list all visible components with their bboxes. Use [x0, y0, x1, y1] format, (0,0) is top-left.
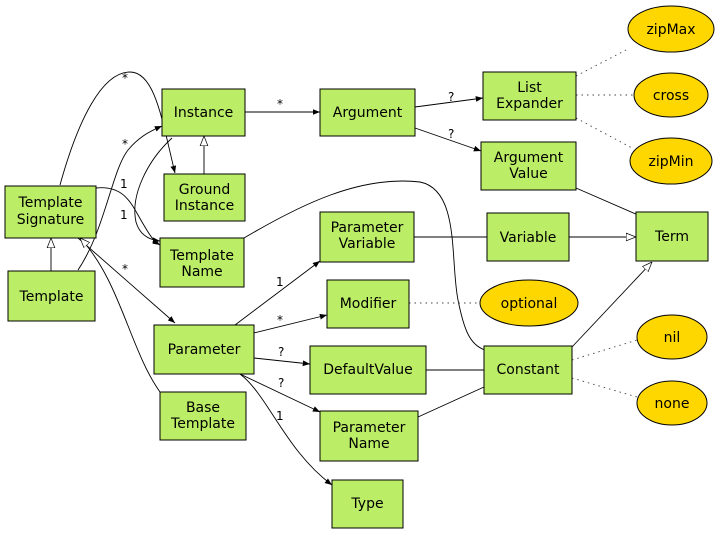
edge-constant-term: [571, 262, 652, 348]
edge-signature-parameter: [77, 237, 176, 324]
edge-labels: * * 1 1 * * ? ? 1 * ? ? 1: [120, 71, 454, 423]
node-modifier-label: Modifier: [340, 296, 397, 312]
edge-parameter-modifier: [253, 313, 328, 334]
node-zipmin: zipMin: [629, 137, 713, 185]
label-argument-argvalue: ?: [448, 127, 454, 141]
node-list-expander: List Expander: [482, 71, 577, 121]
node-zipmin-label: zipMin: [649, 154, 694, 170]
node-variable-label: Variable: [500, 230, 557, 246]
node-argument-value-line2: Value: [509, 166, 547, 182]
node-template-signature-line1: Template: [18, 195, 83, 211]
node-term-label: Term: [654, 229, 689, 245]
label-parameter-paramname: ?: [278, 376, 284, 390]
label-parameter-paramvar: 1: [276, 275, 284, 289]
node-argument-value-line1: Argument: [494, 150, 564, 166]
node-template-label: Template: [19, 289, 84, 305]
node-argument: Argument: [319, 88, 416, 137]
edge-argument-list-expander: [414, 96, 484, 108]
node-parameter-label: Parameter: [168, 342, 241, 358]
node-none: none: [636, 380, 708, 426]
node-ground-instance: Ground Instance: [163, 173, 246, 222]
edge-parameter-name-constant: [417, 386, 485, 418]
label-template-instance: *: [122, 137, 128, 151]
node-zipmax: zipMax: [627, 5, 715, 53]
node-base-template: Base Template: [159, 391, 247, 441]
node-optional-label: optional: [501, 296, 558, 312]
node-base-template-line2: Template: [170, 416, 235, 432]
node-argument-label: Argument: [333, 105, 403, 121]
edge-parameter-type: [239, 373, 333, 486]
node-default-value-label: DefaultValue: [323, 362, 413, 378]
node-argument-value: Argument Value: [480, 141, 577, 191]
edge-parameter-parameter-name: [239, 373, 321, 413]
node-constant: Constant: [483, 345, 573, 395]
edge-list-expander-zipmin: [575, 117, 633, 149]
node-template-name: Template Name: [159, 237, 245, 288]
edge-parameter-default-value: [253, 357, 311, 367]
node-template-name-line1: Template: [169, 248, 234, 264]
node-template: Template: [7, 270, 96, 322]
label-instance-argument: *: [277, 97, 283, 111]
node-modifier: Modifier: [326, 279, 410, 329]
edge-parameter-parameter-variable: [234, 260, 321, 326]
edge-argument-argument-value: [414, 127, 482, 152]
node-term: Term: [635, 211, 709, 262]
node-base-template-line1: Base: [186, 400, 220, 416]
label-signature-name: 1: [120, 177, 128, 191]
node-parameter-name-line1: Parameter: [333, 420, 406, 436]
node-zipmax-label: zipMax: [646, 22, 695, 38]
node-variable: Variable: [486, 212, 570, 262]
node-type: Type: [331, 479, 404, 529]
node-cross-label: cross: [653, 88, 689, 104]
edge-instance-template-name: [134, 137, 173, 244]
node-nil: nil: [636, 314, 708, 360]
node-nil-label: nil: [664, 330, 681, 346]
node-instance: Instance: [161, 88, 246, 137]
node-parameter: Parameter: [153, 324, 255, 375]
node-parameter-name-line2: Name: [348, 436, 389, 452]
node-instance-label: Instance: [174, 105, 234, 121]
label-signature-ground: *: [122, 71, 128, 85]
edge-constant-none: [571, 377, 638, 398]
edge-signature-ground-instance: [59, 71, 177, 186]
node-template-signature-line2: Signature: [17, 212, 85, 228]
node-ground-instance-line1: Ground: [179, 182, 231, 198]
label-parameter-modifier: *: [277, 313, 283, 327]
label-parameter-type: 1: [276, 409, 284, 423]
node-parameter-variable-line1: Parameter: [331, 220, 404, 236]
label-signature-parameter: *: [122, 262, 128, 276]
label-parameter-default: ?: [278, 345, 284, 359]
edge-constant-nil: [571, 339, 638, 361]
node-type-label: Type: [350, 496, 383, 512]
node-list-expander-line1: List: [517, 80, 542, 96]
label-argument-listexp: ?: [448, 90, 454, 104]
node-parameter-variable-line2: Variable: [339, 236, 396, 252]
node-optional: optional: [479, 279, 579, 327]
node-template-name-line2: Name: [181, 264, 222, 280]
node-parameter-variable: Parameter Variable: [319, 211, 415, 263]
edge-argument-value-term: [575, 187, 639, 216]
node-ground-instance-line2: Instance: [175, 198, 235, 214]
node-template-signature: Template Signature: [4, 185, 97, 239]
label-instance-name: 1: [120, 208, 128, 222]
node-none-label: none: [655, 396, 690, 412]
node-cross: cross: [633, 72, 709, 118]
edge-template-name-constant: [243, 180, 486, 351]
edges: [51, 48, 652, 486]
edge-list-expander-zipmax: [575, 48, 629, 77]
node-parameter-name: Parameter Name: [319, 410, 419, 462]
edge-base-template-signature: [80, 238, 161, 393]
edge-signature-template-name: [95, 187, 161, 246]
node-default-value: DefaultValue: [309, 345, 427, 395]
node-list-expander-line2: Expander: [496, 96, 563, 112]
node-constant-label: Constant: [497, 362, 560, 378]
